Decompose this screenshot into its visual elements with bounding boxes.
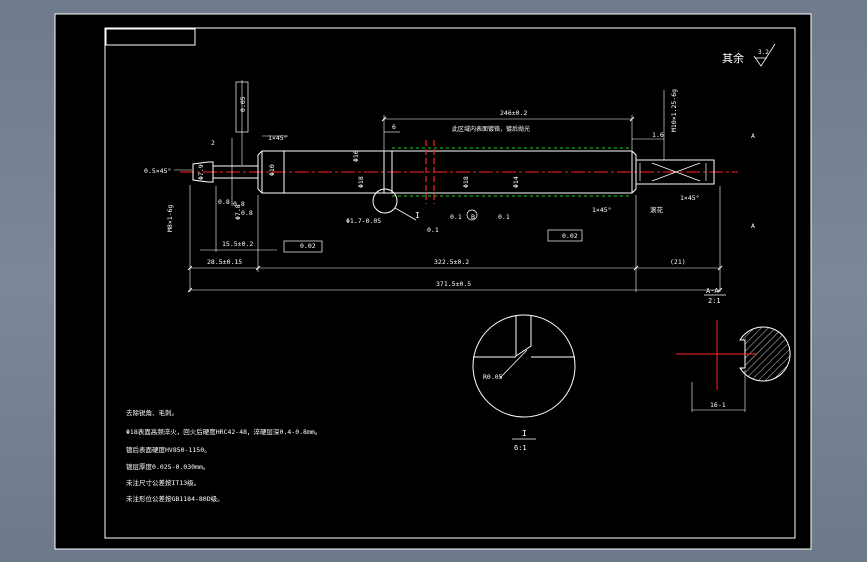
cyl-value: 0.02 — [562, 232, 578, 240]
ref-a-bottom: A — [751, 222, 755, 230]
detail-view — [472, 314, 576, 418]
dia-small: Φ7.9 — [197, 164, 205, 180]
runout-1: 0.1 — [450, 213, 462, 221]
runout-3: 0.1 — [427, 226, 439, 234]
dim-right-end: (21) — [670, 258, 686, 266]
chamfer-mid: 1×45° — [268, 134, 288, 142]
shaft-outline — [192, 150, 715, 194]
dim-upper-length: 246±0.2 — [500, 109, 527, 117]
detail-leader — [394, 207, 417, 221]
gap-d: 0.8 — [241, 209, 253, 217]
dimension-ticks — [187, 116, 723, 293]
coat-label: 此区域内表面镀铬，镀后抛光 — [452, 125, 530, 133]
tech-note-5: 未注尺寸公差按IT13级。 — [126, 478, 200, 487]
knurl-label: 滚花 — [650, 205, 664, 214]
ref-b: B — [471, 213, 475, 221]
dia-f: Φ16 — [352, 150, 360, 162]
detail-circle-i[interactable] — [372, 188, 398, 214]
chamfer-left: 0.5×45° — [144, 167, 171, 175]
section-label: A-A — [706, 287, 719, 295]
dia-a: Φ18 — [357, 176, 365, 188]
gap-c: 0.8 — [233, 200, 245, 208]
gap-b: 2 — [211, 139, 215, 147]
section-cut-marks — [425, 140, 435, 204]
dim-right-small: 1.6 — [652, 131, 664, 139]
dim-left-length: 28.5±0.15 — [207, 258, 242, 266]
dim-overall: 371.5±0.5 — [436, 280, 471, 288]
thread-left: M8×1-6g — [166, 205, 174, 232]
chamfer-right2: 1×45° — [680, 194, 700, 202]
dia-e: Φ7.8 — [234, 204, 242, 220]
tech-note-1: 去除锐角、毛刺。 — [126, 408, 178, 417]
dim-shoulder: 15.5±0.2 — [222, 240, 253, 248]
detail-callout: I — [415, 211, 420, 220]
dim-upper-small: 6 — [392, 123, 396, 131]
tech-note-3: 镀后表面硬度HV850-1150。 — [126, 445, 211, 454]
thread-right: M10×1.25-6g — [670, 89, 678, 132]
chamfer-right1: 1×45° — [592, 206, 612, 214]
tech-note-4: 镀层厚度0.025-0.030mm。 — [126, 462, 209, 471]
roughness-value: 3.2 — [758, 49, 769, 56]
drawing-border — [104, 27, 796, 539]
dia-b: Φ18 — [462, 176, 470, 188]
tech-notes: 去除锐角、毛刺。 Φ18表面高频淬火，回火后硬度HRC42-48，淬硬层深0.4… — [126, 408, 321, 503]
detail-scale: 6:1 — [514, 444, 527, 452]
runout-2: 0.1 — [498, 213, 510, 221]
tolerance-frames — [235, 81, 583, 253]
dia-d: Φ14 — [512, 176, 520, 188]
undercut-dim: Φ1.7-0.05 — [346, 217, 381, 225]
title-tab — [105, 28, 196, 46]
perp-value: 0.02 — [300, 242, 316, 250]
dimension-lines — [174, 80, 721, 292]
tech-note-2: Φ18表面高频淬火，回火后硬度HRC42-48，淬硬层深0.4-0.8mm。 — [126, 427, 321, 436]
drawing-sheet — [54, 13, 812, 550]
ref-a-top: A — [751, 132, 755, 140]
gap-a: 0.8 — [218, 198, 230, 206]
roughness-symbol-icon — [753, 43, 776, 67]
section-width: 16-1 — [710, 401, 726, 409]
dim-mid-length: 322.5±0.2 — [434, 258, 469, 266]
tech-note-6: 未注形位公差按GB1184-80D级。 — [126, 494, 224, 503]
detail-label: I — [522, 429, 527, 438]
dia-c: Φ10 — [268, 164, 276, 176]
section-scale: 2:1 — [708, 297, 721, 305]
flatness-value: 0.05 — [239, 96, 247, 112]
section-view — [676, 320, 791, 412]
knurl-pattern — [639, 162, 707, 182]
roughness-note: 其余 — [722, 51, 744, 65]
chrome-region — [392, 147, 632, 197]
detail-radius: R0.05 — [483, 373, 503, 381]
